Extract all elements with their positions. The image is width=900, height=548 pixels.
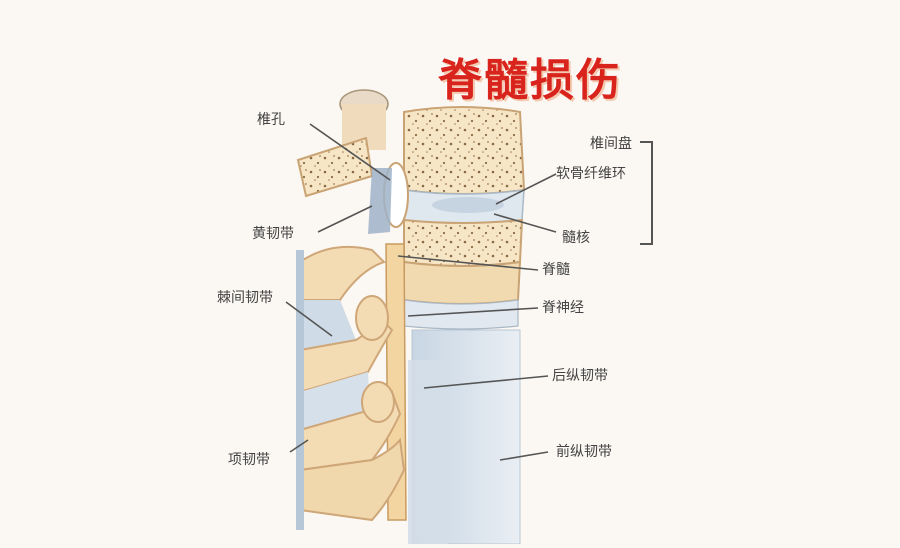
- transverse-process: [296, 136, 374, 198]
- leader-annulus: [495, 173, 557, 205]
- page-title: 脊髓损伤: [438, 55, 622, 106]
- interspinous-gap-2: [300, 372, 370, 430]
- label-anterior-longitudinal-ligament: 前纵韧带: [556, 444, 612, 460]
- leader-ligamentum-flavum: [317, 205, 373, 233]
- leader-spinal-cord: [397, 255, 539, 271]
- label-nuchal-ligament: 项韧带: [228, 452, 270, 468]
- leader-nucleus: [493, 213, 557, 233]
- label-annulus-fibrosus: 软骨纤维环: [556, 166, 626, 182]
- leader-interspinous: [285, 301, 333, 337]
- label-spinal-cord: 脊髓: [542, 262, 570, 278]
- leader-posterior-ligament: [423, 375, 549, 389]
- top-vertebral-body: [403, 106, 526, 195]
- disc-bracket: [640, 141, 653, 245]
- lower-vertebral-body: [403, 260, 522, 305]
- label-nucleus-pulposus: 髓核: [562, 230, 590, 246]
- spinous-process-1: [299, 245, 386, 301]
- nucleus-pulposus: [432, 197, 504, 213]
- leader-spinal-nerve: [407, 307, 539, 317]
- posterior-longitudinal-ligament: [408, 360, 448, 544]
- label-interspinous-ligament: 棘间韧带: [217, 290, 273, 306]
- leader-lines: [285, 123, 557, 461]
- spinous-process-4: [299, 437, 406, 522]
- lower-disc: [403, 299, 519, 330]
- nuchal-ligament: [296, 250, 304, 530]
- lamina-1: [355, 295, 389, 341]
- label-posterior-longitudinal-ligament: 后纵韧带: [552, 368, 608, 384]
- lamina-2: [361, 381, 395, 423]
- label-ligamentum-flavum: 黄韧带: [252, 226, 294, 242]
- leader-vertebral-foramen: [309, 123, 391, 181]
- interspinous-gap: [300, 300, 356, 350]
- leader-anterior-ligament: [499, 451, 549, 461]
- label-spinal-nerve: 脊神经: [542, 300, 584, 316]
- leader-nuchal: [289, 439, 309, 453]
- label-vertebral-foramen: 椎孔: [257, 112, 285, 128]
- ligamentum-flavum: [368, 168, 392, 234]
- label-intervertebral-disc: 椎间盘: [590, 136, 632, 152]
